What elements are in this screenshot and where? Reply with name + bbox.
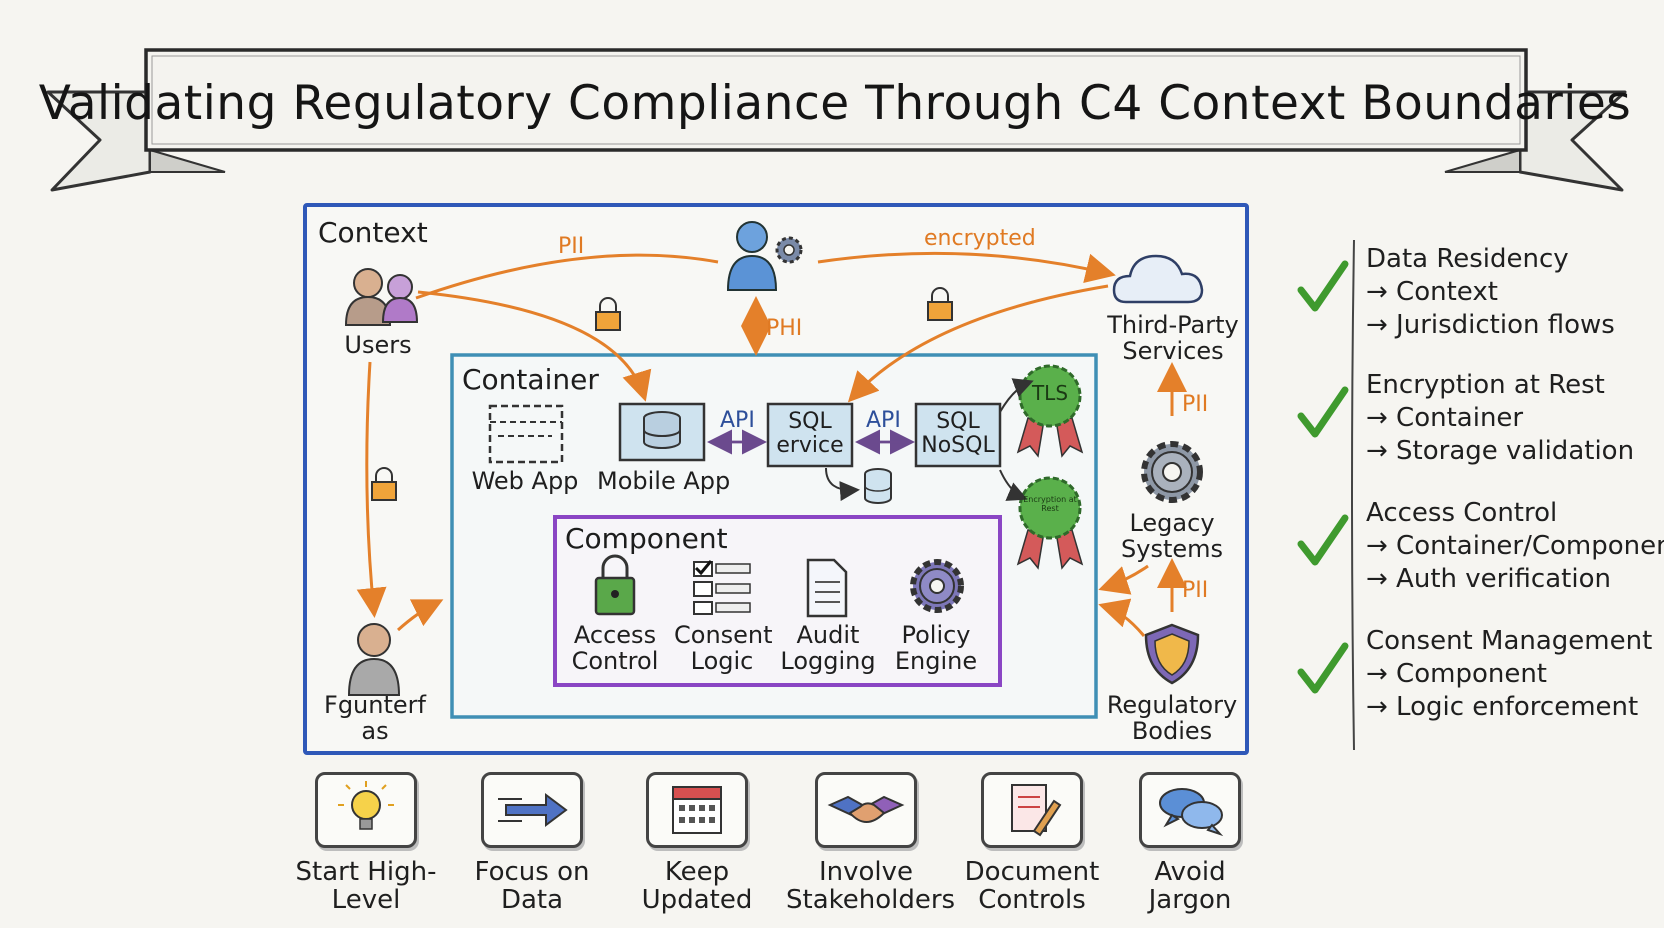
sql-nosql-label: SQL NoSQL [921,409,995,459]
tip-involve-stakeholders: Involve Stakeholders [786,772,956,916]
tip-keep-updated: Keep Updated [617,772,777,914]
bottom-person-icon [347,623,401,696]
checkmark-icon [1297,260,1349,312]
speech-bubbles-icon [1139,772,1241,848]
mobile-app-label: Mobile App [597,467,731,495]
padlock-flow-1-icon [595,297,621,331]
page-title: Validating Regulatory Compliance Through… [38,75,1632,131]
document-icon [806,558,848,618]
encryption-badge-icon [1016,476,1084,570]
flow-label-pii-top: PII [558,234,585,259]
check-title: Data Residency [1366,244,1569,274]
lightbulb-icon [315,772,417,848]
component-label-access-control: Access Control [571,621,659,676]
component-label-policy-engine: Policy Engine [894,621,978,676]
tip-label: Avoid Jargon [1148,857,1232,916]
component-boundary-label: Component [565,522,728,555]
flow-label-encrypted: encrypted [924,226,1036,251]
tls-badge-label: TLS [1031,381,1069,405]
tls-badge-icon [1016,364,1084,458]
checkmark-icon [1297,642,1349,694]
flow-label-phi: PHI [766,316,803,341]
context-boundary-label: Context [318,216,428,249]
check-title: Encryption at Rest [1366,370,1605,400]
padlock-flow-3-icon [371,467,397,501]
padlock-icon [594,554,636,616]
users-icon [344,268,419,326]
third-party-label: Third-Party Services [1107,311,1239,366]
check-detail: → Container [1366,403,1524,433]
database-icon [643,411,681,449]
bottom-person-label: Fgunterf as [324,691,426,746]
checkmark-icon [1297,514,1349,566]
web-app-label: Web App [471,467,579,495]
check-detail: → Auth verification [1366,564,1611,594]
tip-label: Start High-Level [295,857,437,916]
check-detail: → Storage validation [1366,436,1635,466]
legacy-gear-icon [1141,441,1203,503]
checkmark-icon [1297,386,1349,438]
flow-label-pii-right-top: PII [1182,392,1209,417]
sql-service-box [766,402,854,468]
legacy-label: Legacy Systems [1121,509,1223,564]
tip-label: Focus on Data [474,857,590,916]
check-detail: → Logic enforcement [1366,692,1639,722]
tip-start-high-level: Start High-Level [286,772,446,914]
document-pen-icon [981,772,1083,848]
calendar-icon [646,772,748,848]
flow-label-api-1: API [720,408,755,433]
check-detail: → Context [1366,277,1498,307]
container-boundary-label: Container [462,363,599,396]
web-app-icon [488,404,564,464]
tip-document-controls: Document Controls [952,772,1112,914]
tip-focus-on-data: Focus on Data [452,772,612,914]
handshake-icon [815,772,917,848]
arrow-right-icon [481,772,583,848]
check-detail: → Container/Component [1366,531,1664,561]
padlock-flow-2-icon [927,287,953,321]
cloud-icon [1112,254,1204,304]
tip-label: Keep Updated [641,857,753,916]
component-label-consent-logic: Consent Logic [674,621,773,676]
component-label-audit-logging: Audit Logging [780,621,876,676]
tip-avoid-jargon: Avoid Jargon [1110,772,1270,914]
check-title: Access Control [1366,498,1558,528]
users-label: Users [344,331,412,359]
check-title: Consent Management [1366,626,1653,656]
check-detail: → Component [1366,659,1547,689]
tip-label: Involve Stakeholders [786,857,956,916]
small-database-icon [864,468,892,504]
flow-label-pii-right-bottom: PII [1182,578,1209,603]
sql-service-label: SQL ervice [776,409,844,459]
regulatory-label: Regulatory Bodies [1106,691,1238,746]
flow-label-api-2: API [866,408,901,433]
encryption-badge-label: Encryption at Rest [1023,495,1077,513]
check-detail: → Jurisdiction flows [1366,310,1615,340]
tip-label: Document Controls [964,857,1100,916]
checklist-icon [693,560,751,615]
sql-nosql-box [914,402,1002,468]
admin-person-icon [726,221,803,291]
gear-icon [910,559,964,613]
